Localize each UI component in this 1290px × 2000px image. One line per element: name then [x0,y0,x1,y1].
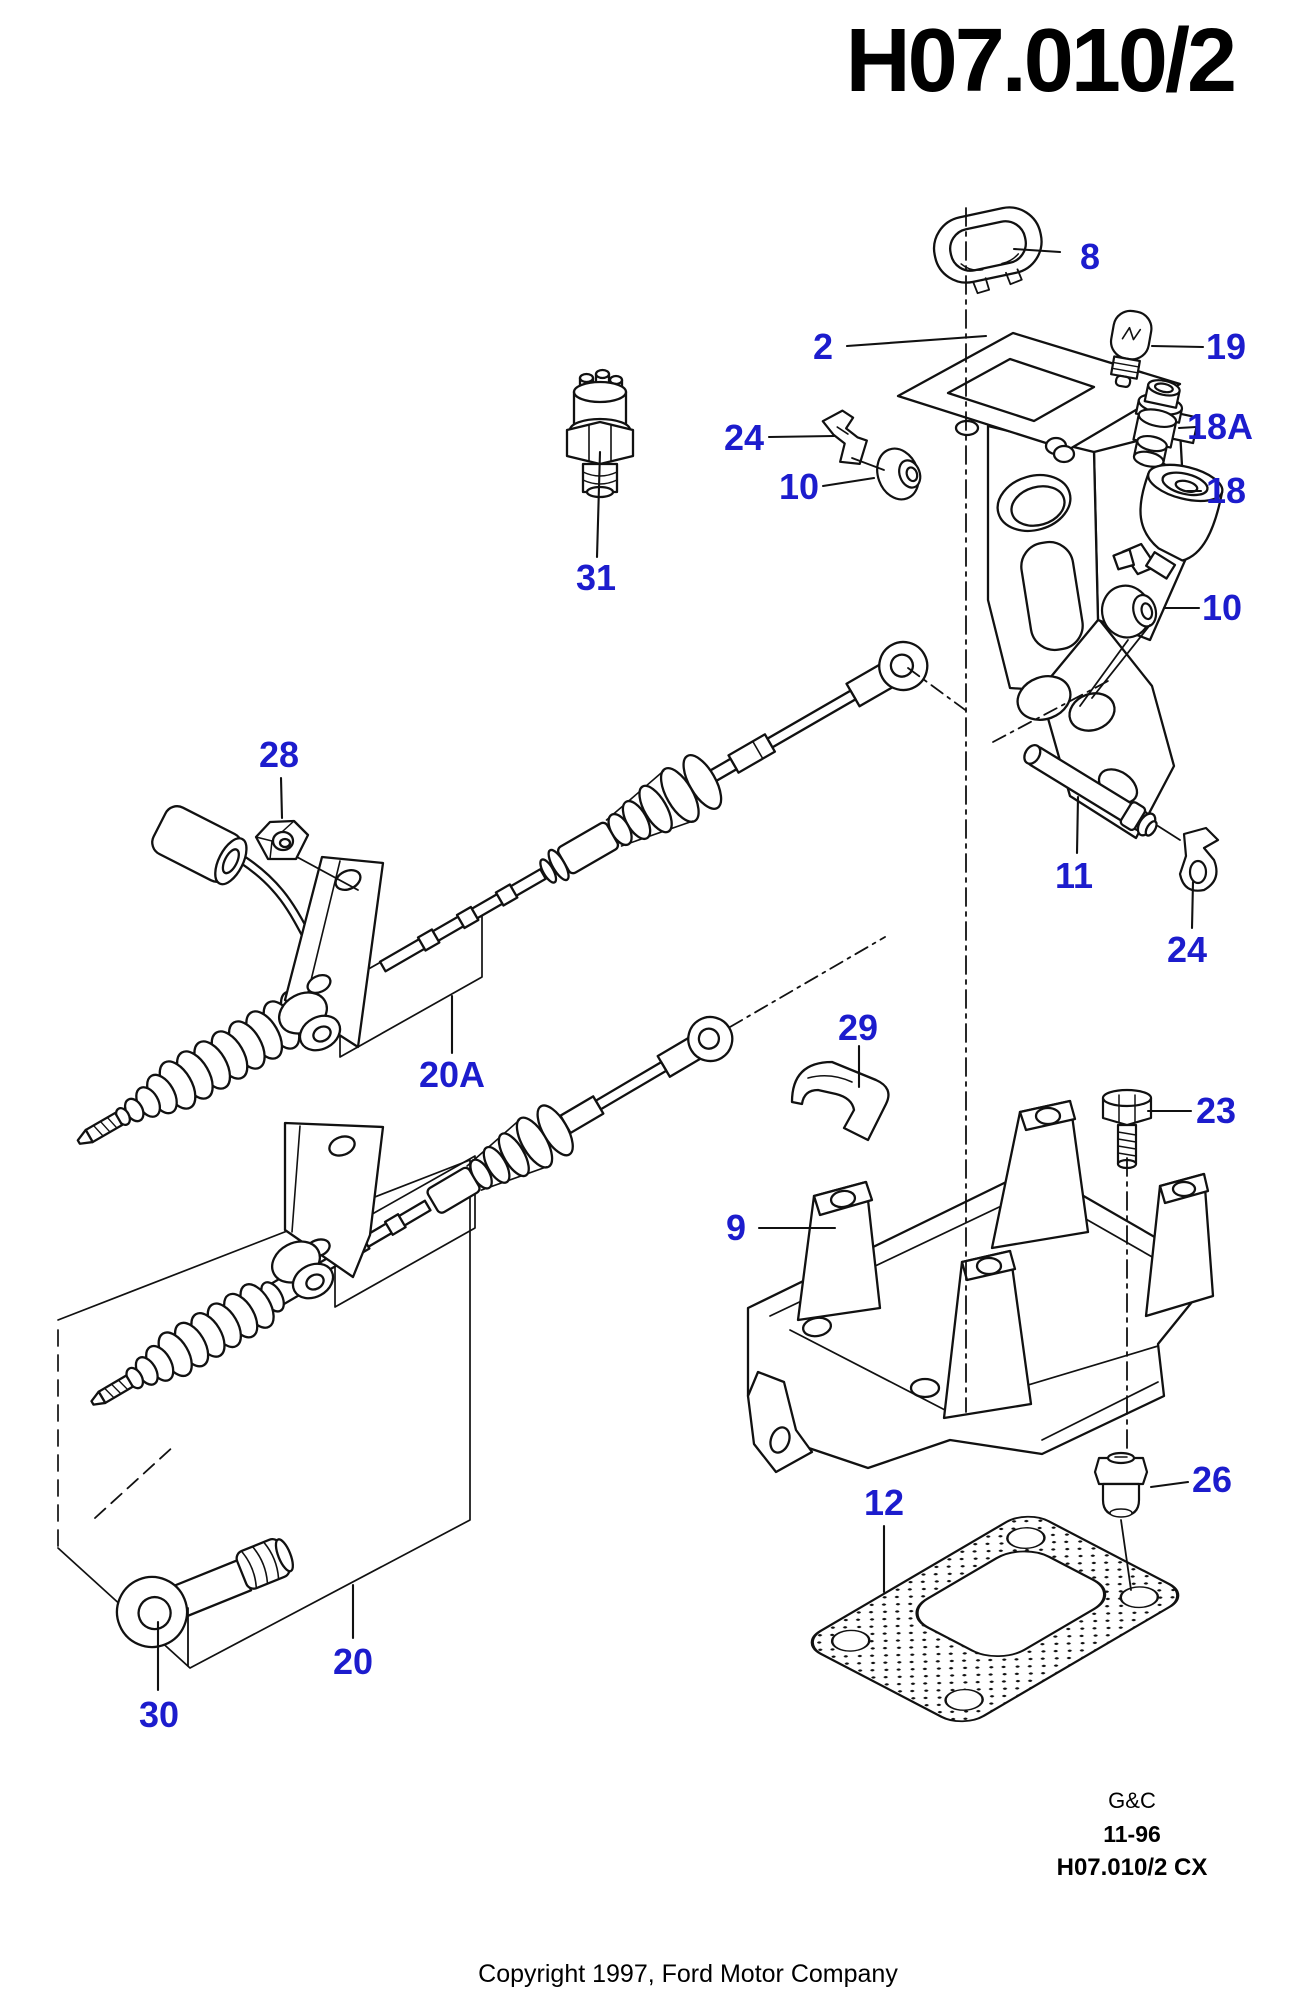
part-12-gasket [810,1515,1180,1723]
cable-a-shift-cable [76,640,929,1145]
stamp-code: H07.010/2 CX [1056,1854,1208,1881]
part-29-clip [790,1060,890,1142]
part-24-clip-a [821,409,868,465]
copyright-line: Copyright 1997, Ford Motor Company [478,1960,898,1988]
part-9-base-housing [746,1099,1215,1474]
part-10-grommet-a [876,447,922,501]
stamp-date: 11-96 [1103,1821,1161,1847]
stamp-gc: G&C [1108,1788,1156,1813]
cable-bracket-a [278,855,385,1052]
part-10-grommet-b [1100,584,1158,639]
part-11-rod [1023,743,1158,837]
construction-lines [94,207,1132,1591]
part-28-nut [254,819,310,861]
part-30-rod-end [115,1537,294,1649]
part-26-fitting [1093,1451,1149,1518]
part-8-grommet [932,206,1043,295]
cable-bracket-b [271,1121,385,1300]
callout-leader-lines [156,247,1205,1692]
part-18-socket [1112,463,1224,580]
detail-lines [187,457,1181,1667]
plate-stamp: G&C 11-96 H07.010/2 CX [1032,1788,1232,1882]
page-title: H07.010/2 [845,11,1237,111]
part-19-bulb [1109,309,1153,388]
part-23-bolt [1101,1088,1153,1170]
part-24-clip-b [1178,826,1220,892]
